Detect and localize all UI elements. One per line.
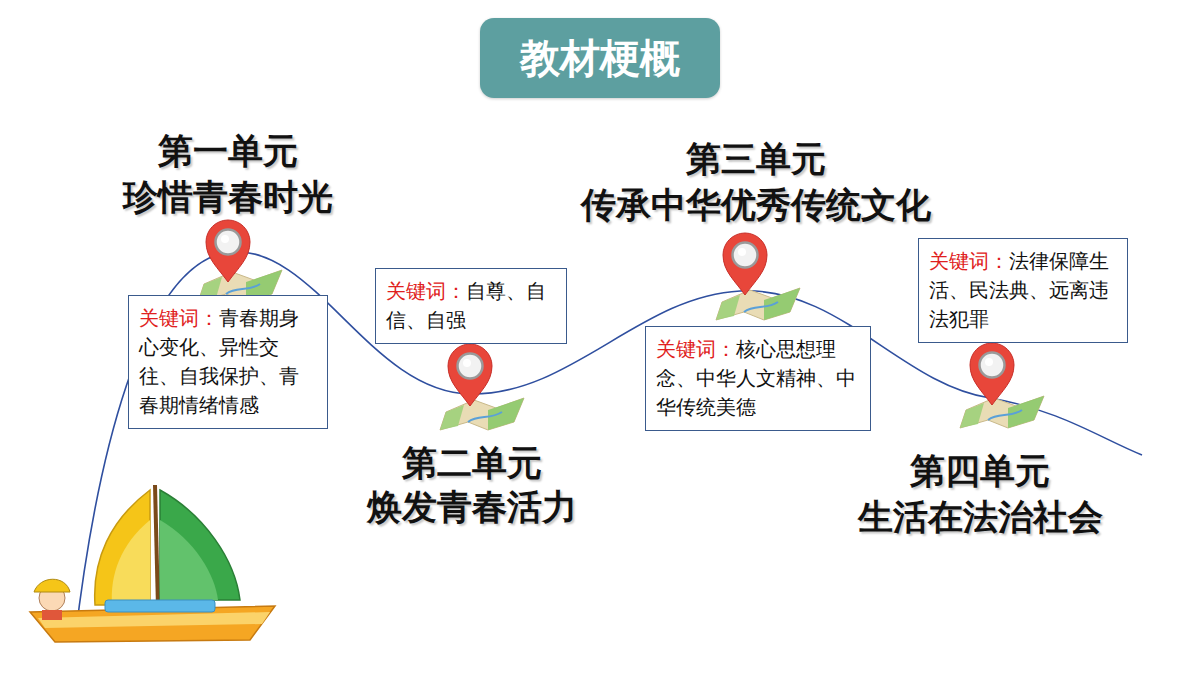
unit-title: 焕发青春活力 [367, 484, 577, 531]
unit-number: 第四单元 [910, 448, 1050, 495]
keyword-box: 关键词：法律保障生活、民法典、远离违法犯罪 [918, 238, 1128, 343]
unit-number: 第三单元 [686, 136, 826, 183]
keyword-box: 关键词：青春期身心变化、异性交往、自我保护、青春期情绪情感 [128, 295, 328, 429]
keyword-label: 关键词： [139, 306, 219, 330]
unit-number: 第一单元 [158, 128, 298, 175]
keyword-label: 关键词： [386, 279, 466, 303]
keyword-box: 关键词：核心思想理念、中华人文精神、中华传统美德 [645, 326, 871, 431]
title-box: 教材梗概 [480, 18, 720, 98]
sailboat [30, 485, 275, 642]
unit-number: 第二单元 [402, 440, 542, 487]
keyword-box: 关键词：自尊、自信、自强 [375, 268, 567, 344]
title-text: 教材梗概 [520, 31, 680, 86]
unit-title: 生活在法治社会 [858, 494, 1103, 541]
unit-title: 珍惜青春时光 [123, 174, 333, 221]
keyword-label: 关键词： [656, 337, 736, 361]
keyword-label: 关键词： [929, 249, 1009, 273]
unit-title: 传承中华优秀传统文化 [581, 182, 931, 229]
